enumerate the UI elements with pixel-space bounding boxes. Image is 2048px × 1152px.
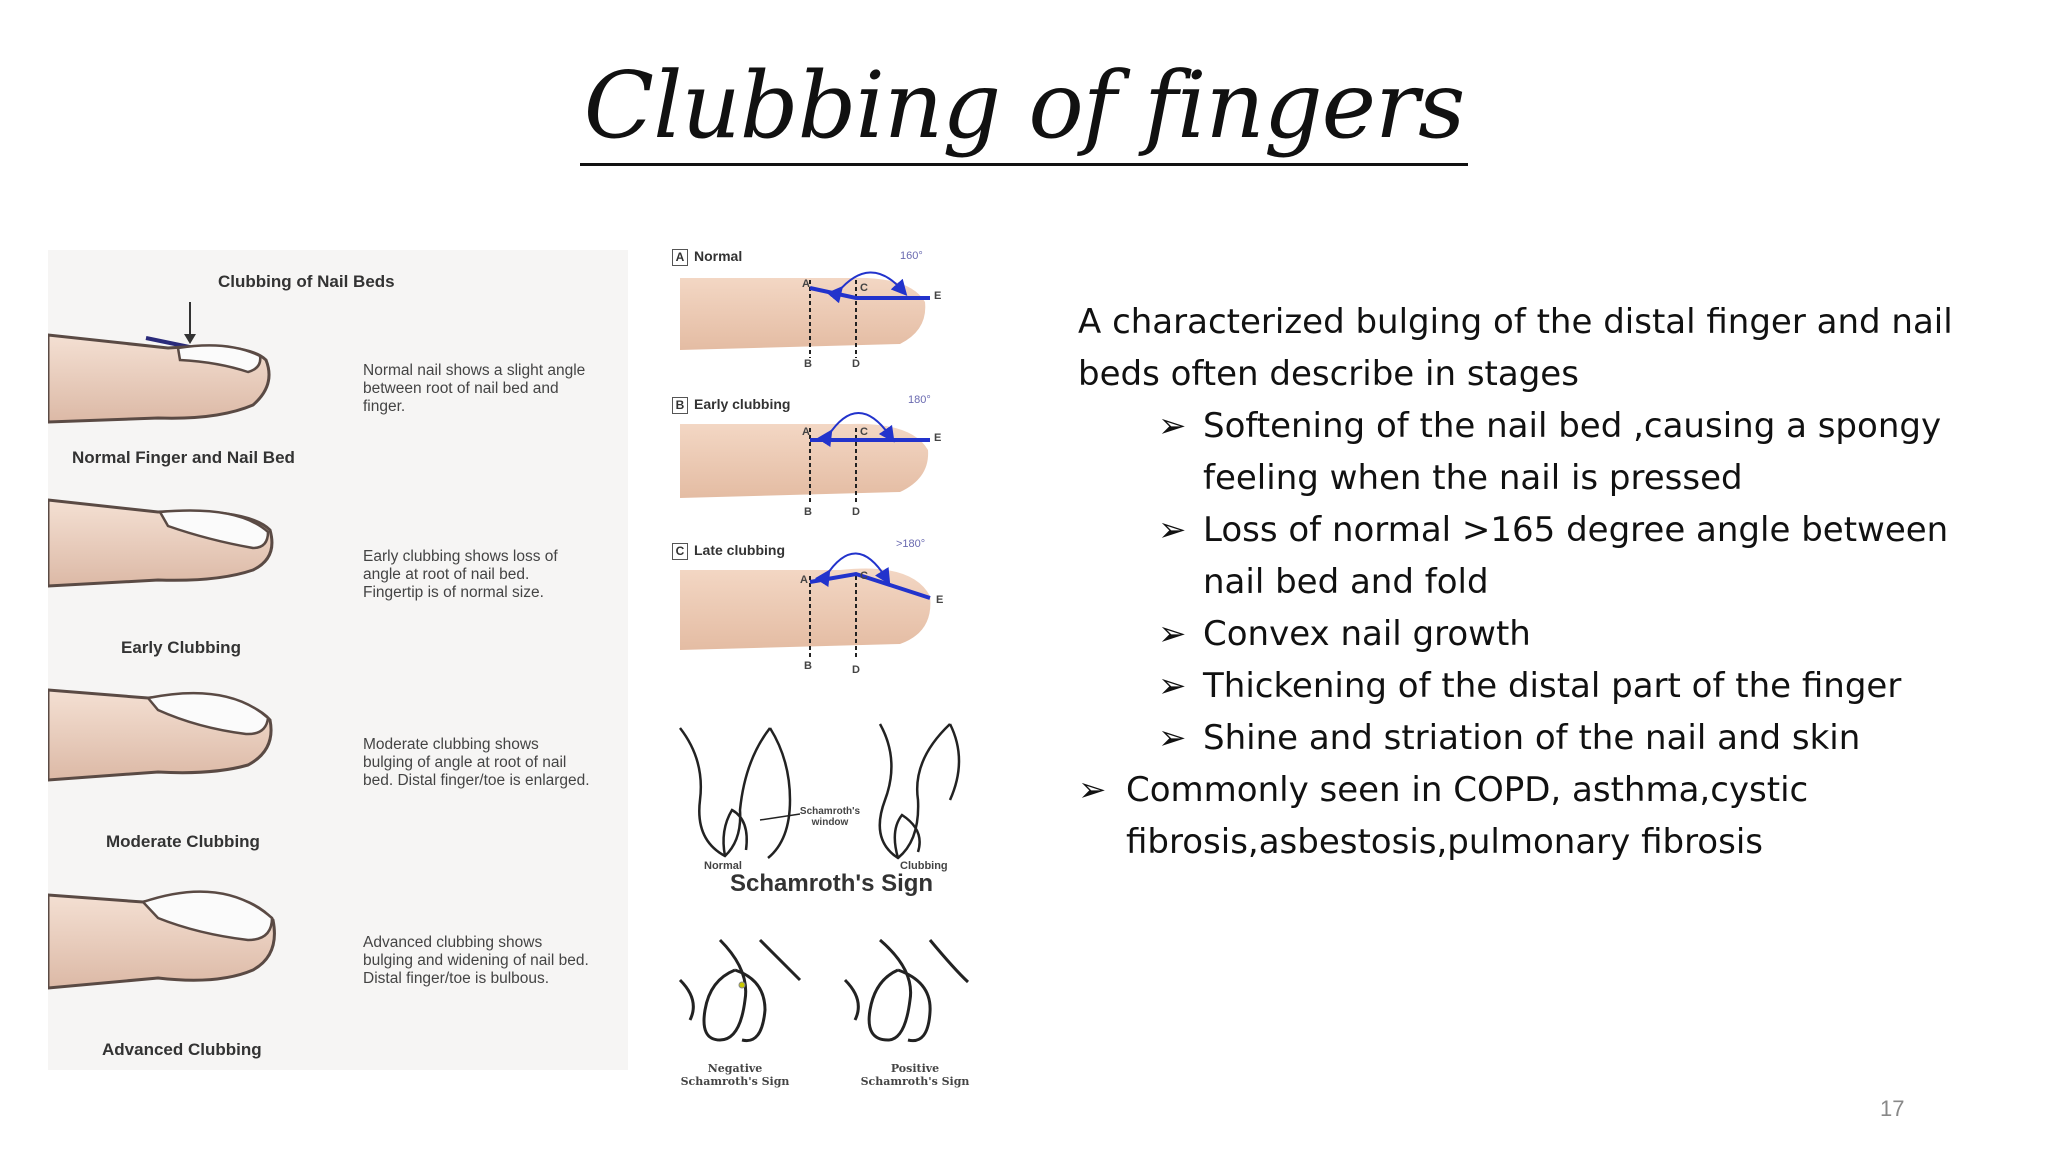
point-c-early: C <box>860 426 868 438</box>
common-conditions-bullet: ➢ Commonly seen in COPD, asthma,cystic f… <box>1078 764 1978 868</box>
stage-desc-advanced: Advanced clubbing shows bulging and wide… <box>363 934 589 987</box>
moderate-clubbing-finger <box>48 688 273 782</box>
slide-title: Clubbing of fingers <box>0 52 2048 166</box>
point-b-normal: B <box>804 358 812 370</box>
list-item: ➢Softening of the nail bed ,causing a sp… <box>1158 400 1978 504</box>
point-e-normal: E <box>934 290 942 302</box>
schamroth-normal-label: Normal <box>704 860 742 872</box>
point-a-late: A <box>800 574 808 586</box>
profile-drawings <box>678 271 970 1043</box>
point-a-normal: A <box>802 278 810 290</box>
angle-160: 160° <box>900 250 923 262</box>
bullet-arrow-icon: ➢ <box>1158 666 1187 706</box>
point-b-early: B <box>804 506 812 518</box>
bullet-arrow-icon: ➢ <box>1078 770 1107 810</box>
sign-list: ➢Softening of the nail bed ,causing a sp… <box>1078 400 1978 764</box>
point-c-late: C <box>860 570 868 582</box>
list-item: ➢Thickening of the distal part of the fi… <box>1158 660 1978 712</box>
schamroth-window-label: Schamroth's window <box>799 806 861 828</box>
list-item: ➢Shine and striation of the nail and ski… <box>1158 712 1978 764</box>
list-item: ➢Loss of normal >165 degree angle betwee… <box>1158 504 1978 608</box>
bullet-arrow-icon: ➢ <box>1158 718 1187 758</box>
point-b-late: B <box>804 660 812 672</box>
bullet-arrow-icon: ➢ <box>1158 406 1187 446</box>
bullet-arrow-icon: ➢ <box>1158 614 1187 654</box>
negative-schamroth-label: Negative Schamroth's Sign <box>680 1062 790 1088</box>
point-c-normal: C <box>860 282 868 294</box>
advanced-clubbing-finger <box>48 890 276 990</box>
description-text: A characterized bulging of the distal fi… <box>1078 296 1978 868</box>
panel-late-clubbing <box>680 552 931 658</box>
panel-normal <box>680 271 930 358</box>
angle-180: 180° <box>908 394 931 406</box>
point-d-early: D <box>852 506 860 518</box>
point-e-late: E <box>936 594 944 606</box>
schamroth-clubbing-label: Clubbing <box>900 860 948 872</box>
schamroth-hands <box>679 723 961 860</box>
stage-desc-normal: Normal nail shows a slight angle between… <box>363 362 586 415</box>
stage-label-moderate: Moderate Clubbing <box>106 832 260 851</box>
positive-schamroth-label: Positive Schamroth's Sign <box>860 1062 970 1088</box>
nail-beds-heading: Clubbing of Nail Beds <box>218 272 395 291</box>
panel-early-clubbing <box>680 412 930 504</box>
stage-label-normal: Normal Finger and Nail Bed <box>72 448 295 467</box>
stage-label-advanced: Advanced Clubbing <box>102 1040 262 1059</box>
point-d-normal: D <box>852 358 860 370</box>
page-number: 17 <box>1880 1096 1905 1121</box>
stage-label-early: Early Clubbing <box>121 638 241 657</box>
schamroth-title: Schamroth's Sign <box>730 870 934 897</box>
nail-bed-stages-figure: Clubbing of Nail Beds Normal Finger and … <box>48 250 628 1070</box>
normal-finger <box>48 333 271 424</box>
point-e-early: E <box>934 432 942 444</box>
stage-desc-early: Early clubbing shows loss of angle at ro… <box>363 548 558 601</box>
schamroth-sign-diagrams <box>678 938 970 1043</box>
list-item: ➢Convex nail growth <box>1158 608 1978 660</box>
intro-paragraph: A characterized bulging of the distal fi… <box>1078 302 1953 394</box>
point-d-late: D <box>852 664 860 676</box>
stage-desc-moderate: Moderate clubbing shows bulging of angle… <box>363 736 590 789</box>
angle-over-180: >180° <box>896 538 926 550</box>
early-clubbing-finger <box>48 498 274 588</box>
finger-drawings <box>48 302 276 990</box>
bullet-arrow-icon: ➢ <box>1158 510 1187 550</box>
point-a-early: A <box>802 426 810 438</box>
